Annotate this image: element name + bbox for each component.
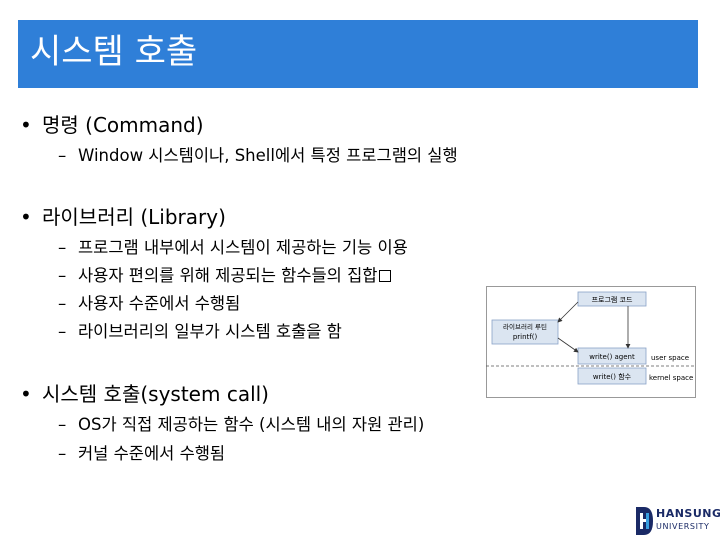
bullet-system-call: • 시스템 호출(system call) — [20, 381, 269, 407]
sub-bullet-dash: – — [58, 444, 67, 463]
sub-bullet-text: 커널 수준에서 수행됨 — [78, 444, 226, 463]
program-code-label: 프로그램 코드 — [592, 296, 633, 304]
sub-bullet-text: Window 시스템이나, Shell에서 특정 프로그램의 실행 — [78, 146, 458, 165]
library-routine-box — [491, 319, 559, 345]
square-glyph-icon — [379, 270, 392, 282]
bullet-command: • 명령 (Command) — [20, 112, 204, 138]
arrow-library-to-agent — [557, 337, 579, 353]
sub-bullet-text: 사용자 수준에서 수행됨 — [78, 294, 241, 313]
sub-bullet: –프로그램 내부에서 시스템이 제공하는 기능 이용 — [58, 237, 408, 259]
write-agent-box — [577, 347, 647, 365]
system-call-diagram: 프로그램 코드 라이브러리 루틴 printf() write() agent … — [486, 286, 696, 398]
hansung-emblem-icon — [636, 507, 653, 535]
sub-bullet: –Window 시스템이나, Shell에서 특정 프로그램의 실행 — [58, 145, 458, 167]
bullet-text: 시스템 호출(system call) — [42, 382, 269, 406]
sub-bullet-text: 프로그램 내부에서 시스템이 제공하는 기능 이용 — [78, 238, 408, 257]
sub-bullet: –커널 수준에서 수행됨 — [58, 443, 225, 465]
bullet-text: 명령 (Command) — [42, 113, 204, 137]
kernel-space-label: kernel space — [649, 374, 693, 382]
sub-bullet-dash: – — [58, 415, 67, 434]
sub-bullet-text: 라이브러리의 일부가 시스템 호출을 함 — [78, 322, 342, 341]
sub-bullet: –사용자 편의를 위해 제공되는 함수들의 집합 — [58, 265, 392, 287]
user-space-label: user space — [651, 354, 689, 362]
hansung-university-logo: HANSUNG UNIVERSITY — [634, 505, 720, 537]
bullet-dot: • — [20, 382, 32, 406]
sub-bullet-dash: – — [58, 238, 67, 257]
sub-bullet-dash: – — [58, 266, 67, 285]
sub-bullet: –사용자 수준에서 수행됨 — [58, 293, 240, 315]
logo-line-1: HANSUNG — [656, 507, 720, 520]
bullet-text: 라이브러리 (Library) — [42, 205, 226, 229]
library-routine-label: 라이브러리 루틴 — [503, 322, 547, 331]
slide-title: 시스템 호출 — [30, 32, 198, 72]
logo-line-2: UNIVERSITY — [656, 522, 710, 531]
write-function-label: write() 함수 — [593, 372, 632, 381]
sub-bullet-dash: – — [58, 146, 67, 165]
sub-bullet-dash: – — [58, 322, 67, 341]
arrow-code-to-library — [557, 301, 579, 323]
program-code-box — [577, 291, 647, 307]
sub-bullet-text: 사용자 편의를 위해 제공되는 함수들의 집합 — [78, 266, 378, 285]
sub-bullet-dash: – — [58, 294, 67, 313]
sub-bullet: –OS가 직접 제공하는 함수 (시스템 내의 자원 관리) — [58, 414, 424, 436]
write-agent-label: write() agent — [589, 353, 635, 361]
bullet-dot: • — [20, 113, 32, 137]
sub-bullet-text: OS가 직접 제공하는 함수 (시스템 내의 자원 관리) — [78, 415, 425, 434]
bullet-dot: • — [20, 205, 32, 229]
sub-bullet: –라이브러리의 일부가 시스템 호출을 함 — [58, 321, 342, 343]
printf-label: printf() — [513, 333, 538, 341]
bullet-library: • 라이브러리 (Library) — [20, 204, 226, 230]
title-bar: 시스템 호출 — [18, 20, 698, 88]
write-function-box — [577, 367, 647, 385]
